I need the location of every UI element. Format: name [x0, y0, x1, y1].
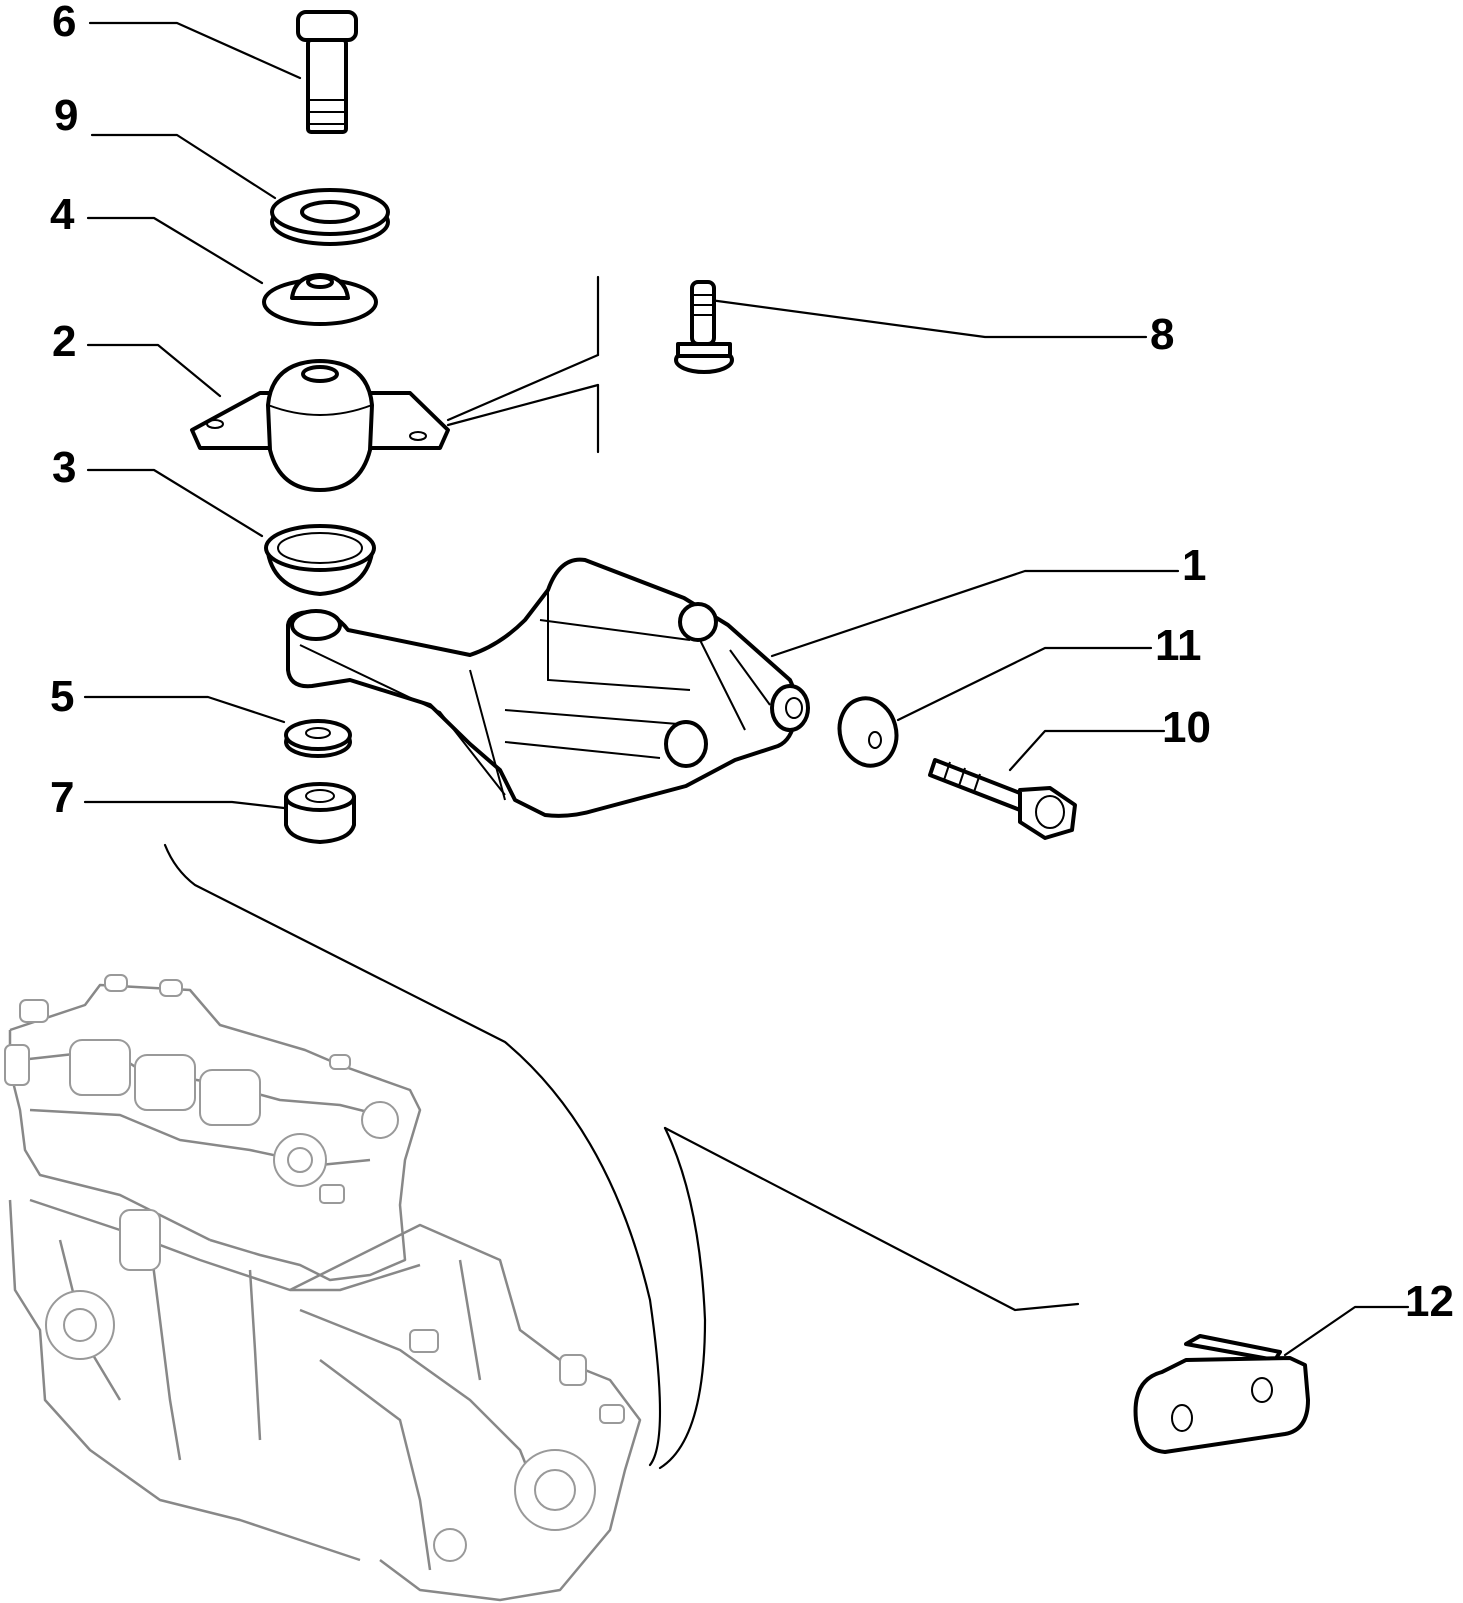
part-6-bolt	[296, 10, 358, 134]
leader-8	[708, 298, 1148, 339]
leader-1	[770, 569, 1180, 658]
part-labels: 6 9 4 2 3 5 7 8 1 11 10 12	[50, 0, 1454, 1326]
leader-2	[86, 343, 222, 398]
engine-curve-12	[663, 1126, 1080, 1312]
part-10-bolt	[928, 758, 1077, 840]
bracket-diag-2	[446, 383, 600, 427]
leader-9	[90, 133, 277, 200]
leader-10	[1008, 729, 1166, 772]
leader-12	[1283, 1305, 1410, 1357]
part-2-mount	[190, 359, 450, 492]
part-9-washer	[270, 188, 390, 246]
label-8: 8	[1150, 310, 1174, 359]
part-8-flange-bolt	[674, 280, 734, 374]
label-3: 3	[52, 443, 76, 492]
label-6: 6	[52, 0, 76, 46]
label-1: 1	[1182, 541, 1206, 590]
bracket-diag-1	[446, 353, 600, 422]
leader-4	[86, 216, 264, 285]
label-10: 10	[1162, 703, 1211, 752]
label-9: 9	[54, 91, 78, 140]
part-7-nut	[284, 782, 356, 844]
engine-curve-right	[658, 1126, 707, 1470]
label-11: 11	[1155, 621, 1202, 670]
label-2: 2	[52, 317, 76, 366]
leader-7	[83, 800, 286, 810]
leader-5	[83, 695, 286, 724]
leader-11	[896, 646, 1153, 722]
part-12-plate	[1133, 1334, 1310, 1454]
label-4: 4	[50, 190, 75, 239]
part-11-washer	[837, 696, 899, 768]
leader-3	[86, 468, 264, 538]
leader-lines	[83, 21, 1410, 1470]
engine-curve-left	[163, 843, 662, 1467]
label-5: 5	[50, 672, 74, 721]
engine-ghost-illustration	[4, 974, 642, 1602]
part-1-bracket	[286, 557, 810, 818]
label-7: 7	[50, 773, 74, 822]
part-4-cap	[262, 273, 378, 326]
part-5-washer	[284, 719, 352, 758]
label-12: 12	[1405, 1277, 1454, 1326]
part-3-cup	[264, 524, 376, 596]
leader-6	[88, 21, 302, 80]
